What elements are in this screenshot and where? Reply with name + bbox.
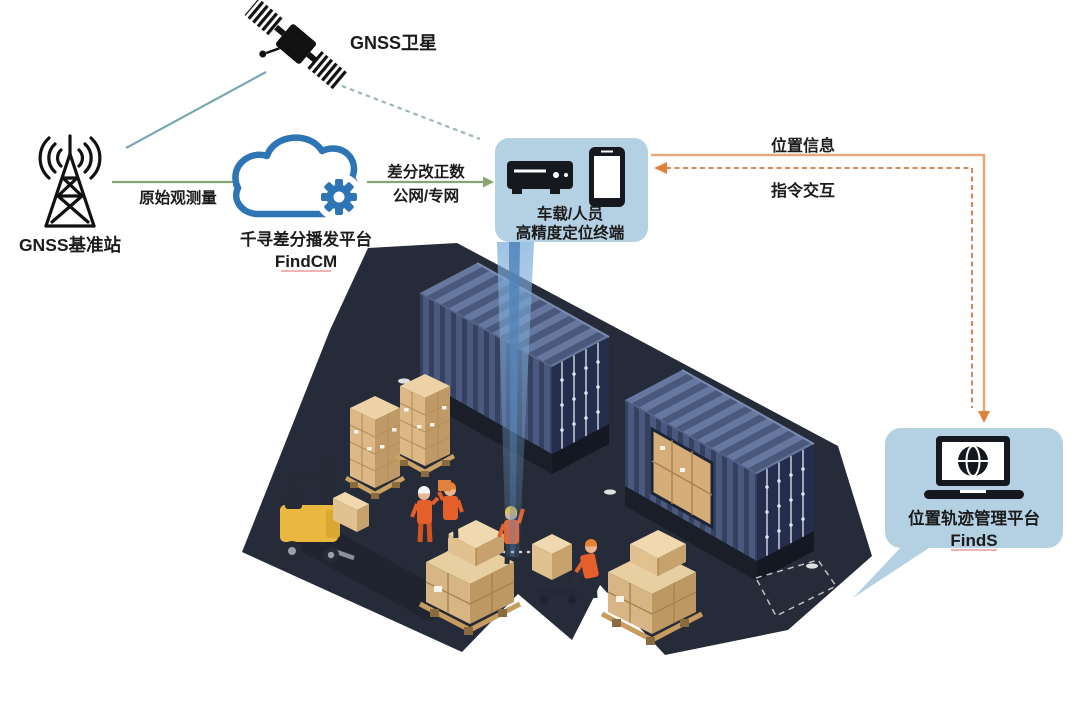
phone-icon [589,147,625,207]
finds-subtitle: FindS [950,531,997,550]
command-label: 指令交互 [771,181,835,200]
finds-bubble [885,428,1063,548]
flow-corrections-arrow [367,176,494,188]
cloud-platform-title: 千寻差分播发平台 [240,229,372,249]
link-satellite-basestation [125,71,267,149]
carton-stack-1 [346,396,404,499]
link-satellite-terminal [341,84,481,141]
warehouse-scene [242,242,872,655]
flow-position-info-line [651,153,990,423]
container-open-door [650,426,714,530]
pallet-jack [532,534,586,604]
finds-title: 位置轨迹管理平台 [908,508,1040,528]
satellite-label: GNSS卫星 [350,33,437,53]
path-dots [446,550,684,596]
worker-jack [574,539,599,599]
satellite-icon [244,0,348,90]
flow-command-line [654,162,973,408]
corrections-label-line1: 差分改正数 [387,162,465,181]
terminal-label-line2: 高精度定位终端 [516,223,625,242]
laptop-icon [924,436,1024,499]
flow-raw-observation-arrow [112,176,244,188]
base-station-label: GNSS基准站 [19,235,122,255]
forklift-icon [280,454,369,563]
position-info-label: 位置信息 [771,136,835,155]
finds-bubble-tail [853,546,932,598]
raw-observation-label: 原始观测量 [139,188,217,207]
positioning-beam-core [509,242,520,557]
cloud-platform-subtitle: FindCM [275,252,337,271]
terminal-label-line1: 车载/人员 [537,204,603,223]
base-station-icon [38,134,102,228]
worker-pair [410,480,464,543]
cloud-icon [232,134,363,221]
corrections-label-line2: 公网/专网 [393,186,459,205]
receiver-icon [507,161,573,194]
globe-icon [958,445,988,477]
gear-icon [321,179,357,215]
dashed-zone [754,559,838,617]
carton-stack-2 [396,374,454,477]
